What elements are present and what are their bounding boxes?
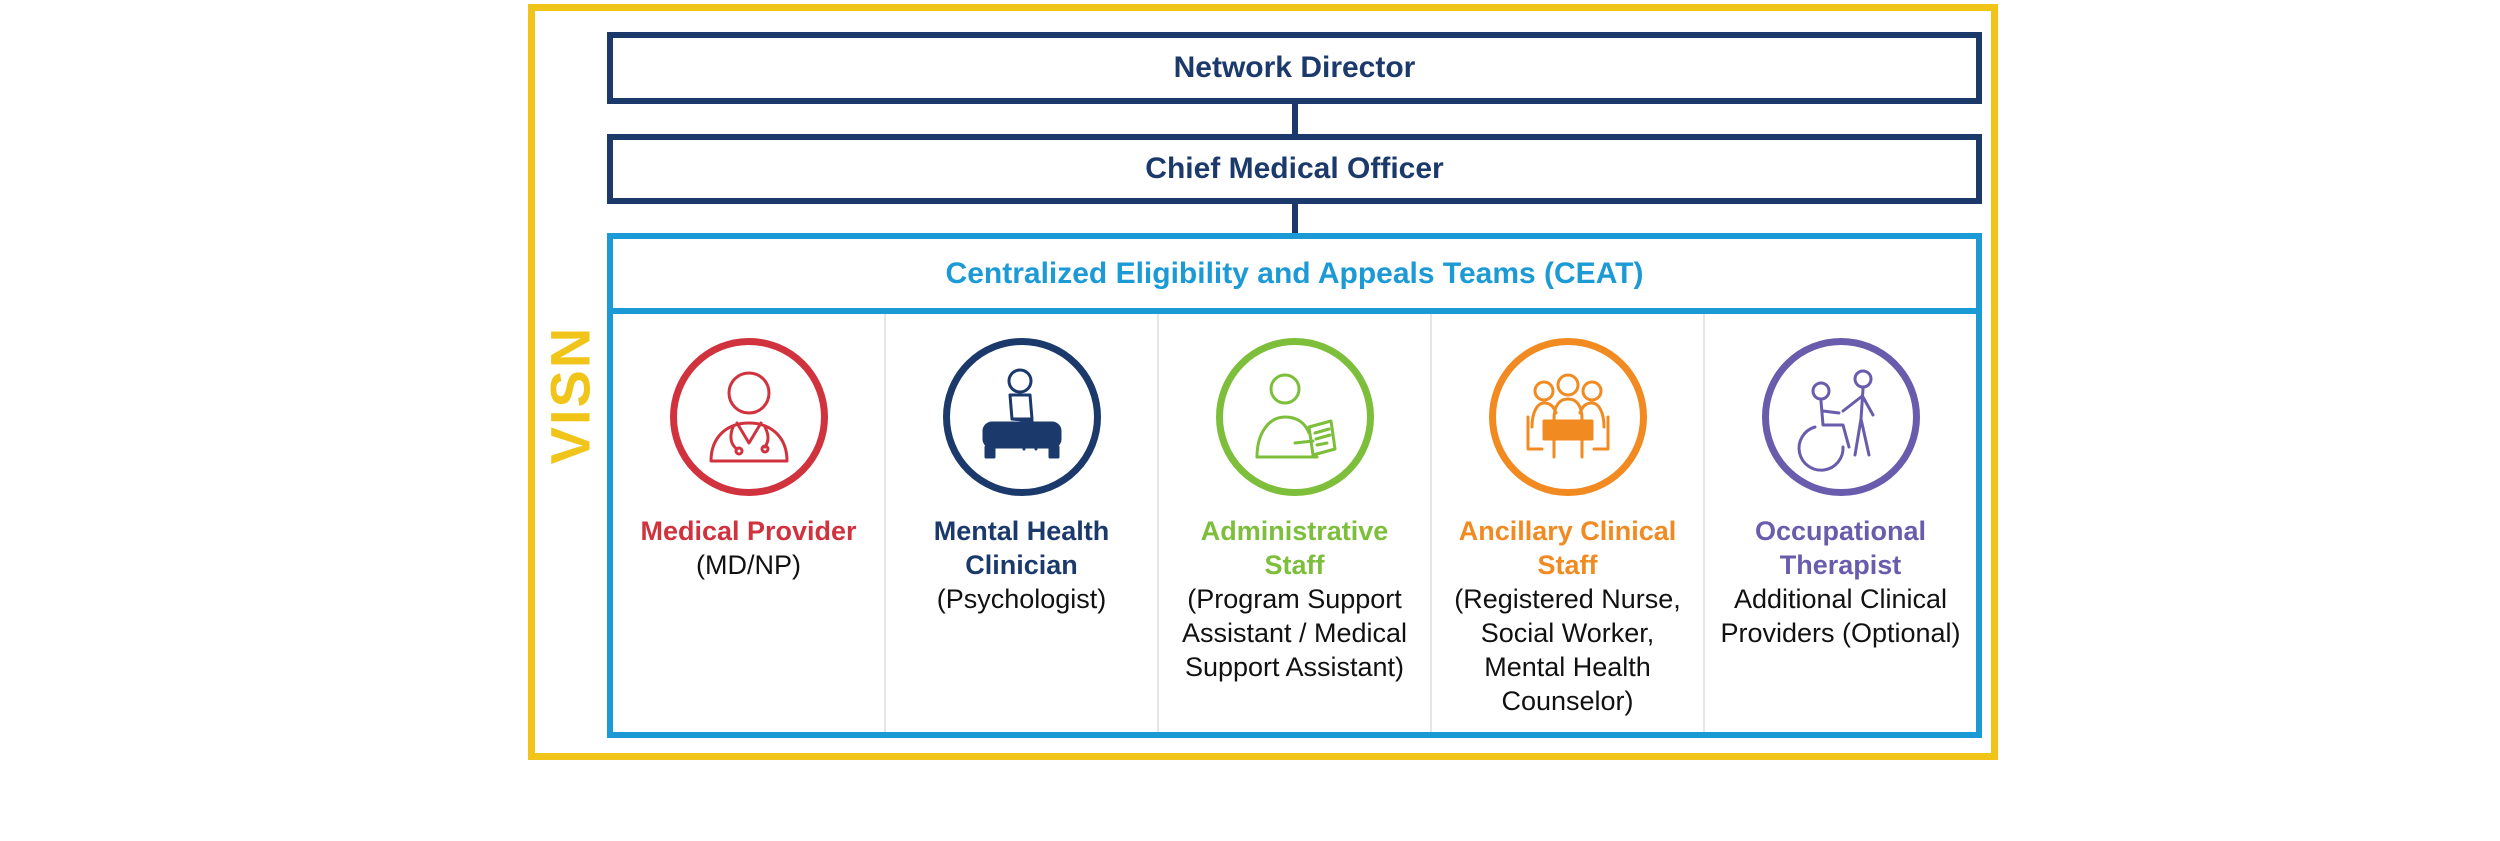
clipboard-person-icon	[1215, 338, 1374, 496]
role-title-text: Administrative Staff	[1200, 516, 1389, 580]
role-columns: Medical Provider (MD/NP) Mental Health C…	[613, 314, 1976, 732]
network-director-label: Network Director	[1173, 51, 1416, 84]
team-meeting-icon	[1488, 338, 1647, 496]
connector-line	[1292, 204, 1298, 233]
role-title-text: Mental Health Clinician	[933, 516, 1110, 580]
role-administrative-staff: Administrative Staff (Program Support As…	[1159, 314, 1432, 732]
visn-frame	[528, 4, 1998, 760]
therapy-couch-icon	[942, 338, 1101, 496]
role-occupational-therapist: Occupational Therapist Additional Clinic…	[1705, 314, 1976, 732]
role-subtitle: Additional Clinical Providers (Optional)	[1720, 584, 1961, 648]
role-title-text: Ancillary Clinical Staff	[1458, 516, 1677, 580]
chief-medical-officer-box: Chief Medical Officer	[607, 134, 1982, 204]
role-ancillary-clinical-staff: Ancillary Clinical Staff (Registered Nur…	[1432, 314, 1705, 732]
role-subtitle: (MD/NP)	[696, 550, 801, 580]
ceat-header-label: Centralized Eligibility and Appeals Team…	[945, 256, 1644, 290]
visn-label-text: VISN	[538, 325, 602, 465]
role-mental-health-clinician: Mental Health Clinician (Psychologist)	[886, 314, 1159, 732]
role-subtitle: (Registered Nurse, Social Worker, Mental…	[1454, 584, 1681, 716]
role-title: Administrative Staff (Program Support As…	[1169, 514, 1420, 684]
role-title: Occupational Therapist Additional Clinic…	[1715, 514, 1966, 650]
wheelchair-assist-icon	[1761, 338, 1920, 496]
ceat-header: Centralized Eligibility and Appeals Team…	[613, 239, 1976, 314]
role-subtitle: (Psychologist)	[936, 584, 1107, 614]
connector-line	[1292, 104, 1298, 134]
role-title: Mental Health Clinician (Psychologist)	[896, 514, 1147, 616]
role-title: Ancillary Clinical Staff (Registered Nur…	[1442, 514, 1693, 718]
doctor-icon	[669, 338, 828, 496]
ceat-frame: Centralized Eligibility and Appeals Team…	[607, 233, 1982, 738]
role-title-text: Medical Provider	[640, 516, 857, 546]
role-medical-provider: Medical Provider (MD/NP)	[613, 314, 886, 732]
network-director-box: Network Director	[607, 32, 1982, 104]
chief-medical-officer-label: Chief Medical Officer	[1145, 152, 1444, 185]
role-title: Medical Provider (MD/NP)	[623, 514, 874, 582]
role-subtitle: (Program Support Assistant / Medical Sup…	[1181, 584, 1408, 682]
role-title-text: Occupational Therapist	[1754, 516, 1927, 580]
